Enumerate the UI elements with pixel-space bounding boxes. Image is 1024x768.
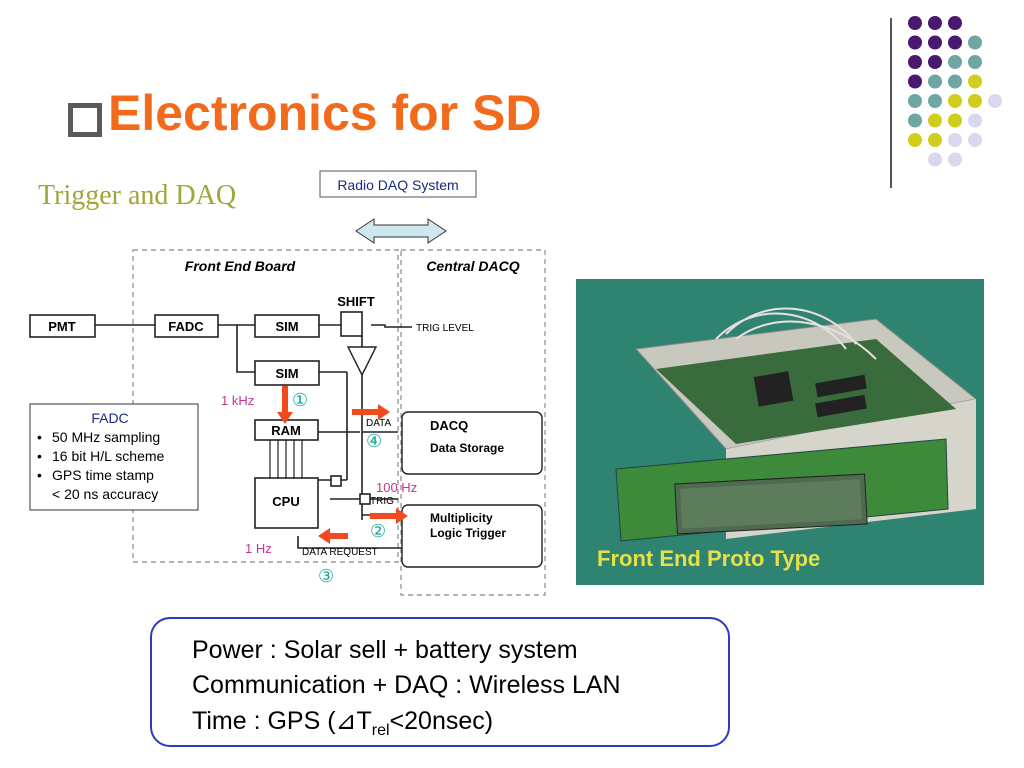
- info-line-time: Time : GPS (⊿Trel<20nsec): [192, 706, 493, 740]
- slide-title: Electronics for SD: [108, 85, 542, 141]
- fadc-info-item: 50 MHz sampling: [52, 429, 160, 445]
- data-request-label: DATA REQUEST: [302, 547, 378, 558]
- radio-daq-box: [319, 170, 477, 198]
- fadc-info-item: 16 bit H/L scheme: [52, 448, 165, 464]
- rate-1hz: 1 Hz: [245, 541, 272, 556]
- decor-dot: [948, 94, 962, 108]
- radio-daq-label: Radio DAQ System: [337, 177, 458, 193]
- decor-dot: [968, 74, 982, 89]
- ram-label: RAM: [271, 423, 301, 438]
- decor-dot: [968, 55, 982, 69]
- circuit-board-illustration: [576, 279, 984, 585]
- decor-dot: [928, 35, 942, 50]
- front-end-board-label: Front End Board: [185, 258, 296, 274]
- decor-dot: [928, 113, 942, 128]
- data-label: DATA: [366, 418, 392, 429]
- central-dacq-label: Central DACQ: [426, 258, 519, 274]
- fadc-block: [154, 314, 219, 338]
- fadc-info-item: < 20 ns accuracy: [52, 486, 158, 502]
- decor-dot: [968, 133, 982, 147]
- info-time-subscript: rel: [371, 722, 390, 739]
- central-dacq-region: [400, 249, 546, 596]
- red-arrow-right-icon-2: [370, 508, 408, 524]
- rate-100hz: 100 Hz: [376, 480, 417, 495]
- step-3: ③: [318, 566, 334, 586]
- decor-dot: [948, 133, 962, 147]
- pmt-box: [29, 314, 96, 338]
- fadc-info-title: FADC: [91, 410, 128, 426]
- block-diagram: Radio DAQ System Front End Board Central…: [29, 170, 546, 596]
- dacq-title: DACQ: [430, 418, 468, 433]
- decor-dot: [908, 133, 922, 147]
- decor-dot: [948, 35, 962, 50]
- multiplicity-line2: Logic Trigger: [430, 526, 506, 540]
- trig-label: TRIG: [370, 496, 394, 507]
- bidirectional-arrow-icon: [355, 218, 447, 244]
- sim1-box: [254, 314, 320, 338]
- sim2-label: SIM: [275, 366, 298, 381]
- red-arrow-down-icon: [277, 386, 293, 424]
- decor-dot: [908, 74, 922, 89]
- info-box: Power : Solar sell + battery system Comm…: [150, 617, 730, 747]
- step-2: ②: [370, 521, 386, 541]
- fadc-info-box: [29, 403, 199, 511]
- subtitle: Trigger and DAQ: [38, 180, 237, 211]
- decor-dot: [908, 35, 922, 50]
- decor-dot: [948, 74, 962, 89]
- decor-dot: [908, 94, 922, 108]
- step-1: ①: [292, 390, 308, 410]
- cpu-box: [254, 477, 319, 529]
- red-arrow-right-icon-1: [352, 404, 390, 420]
- decor-dot: [908, 55, 922, 69]
- decorative-dot-grid: [908, 16, 1002, 167]
- decor-dot: [908, 16, 922, 30]
- decor-dot: [928, 152, 942, 167]
- decor-dot: [928, 133, 942, 147]
- comparator-icon: [346, 346, 378, 377]
- photo-caption: Front End Proto Type: [597, 546, 821, 571]
- decor-dot: [948, 16, 962, 30]
- decor-dot: [948, 55, 962, 69]
- sim1-label: SIM: [275, 319, 298, 334]
- info-line-power: Power : Solar sell + battery system: [192, 636, 578, 664]
- pmt-label: PMT: [48, 319, 76, 334]
- sim2-box: [254, 360, 320, 386]
- decor-dot: [988, 94, 1002, 108]
- decor-dot: [928, 94, 942, 108]
- divider-line: [890, 18, 892, 188]
- title-bullet-icon: [68, 103, 102, 137]
- multiplicity-line1: Multiplicity: [430, 511, 493, 525]
- rate-1khz: 1 kHz: [221, 393, 254, 408]
- cpu-label: CPU: [272, 494, 299, 509]
- front-end-photo: Front End Proto Type: [576, 279, 984, 585]
- shift-box: [340, 311, 363, 337]
- fadc-bullet-1: •: [37, 429, 42, 445]
- fadc-info-item: GPS time stamp: [52, 467, 154, 483]
- fadc-bullet-3: •: [37, 467, 42, 483]
- red-arrow-left-icon: [318, 528, 348, 544]
- shift-label: SHIFT: [337, 294, 375, 309]
- step-4: ④: [366, 431, 382, 451]
- multiplicity-box: [401, 504, 543, 568]
- decor-dot: [928, 55, 942, 69]
- decor-dot: [968, 113, 982, 128]
- fadc-label: FADC: [168, 319, 204, 334]
- info-time-suffix: <20nsec): [389, 707, 494, 735]
- trig-level-label: TRIG LEVEL: [416, 323, 474, 334]
- decor-dot: [928, 74, 942, 89]
- info-time-prefix: Time : GPS (⊿T: [192, 707, 372, 735]
- decor-dot: [968, 94, 982, 108]
- info-line-communication: Communication + DAQ : Wireless LAN: [192, 671, 621, 699]
- dacq-subtitle: Data Storage: [430, 441, 504, 455]
- decor-dot: [908, 113, 922, 128]
- dacq-box: [401, 411, 543, 475]
- decor-dot: [928, 16, 942, 30]
- decor-dot: [968, 35, 982, 50]
- decor-dot: [948, 113, 962, 128]
- fadc-bullet-2: •: [37, 448, 42, 464]
- decor-dot: [948, 152, 962, 167]
